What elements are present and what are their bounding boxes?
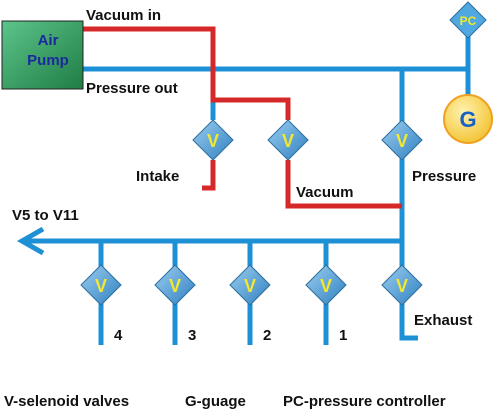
valve-2-diamond xyxy=(229,264,271,306)
valve-4-letter: V xyxy=(95,276,107,296)
valve-1-diamond xyxy=(305,264,347,306)
valve-3-letter: V xyxy=(169,276,181,296)
label-exhaust: Exhaust xyxy=(414,312,472,329)
label-pressure-out: Pressure out xyxy=(86,80,178,97)
valve-2-letter: V xyxy=(244,276,256,296)
valve-4-diamond xyxy=(80,264,122,306)
valve-intake-letter: V xyxy=(207,131,219,151)
gauge: G xyxy=(443,94,493,144)
controller-letter: PC xyxy=(460,14,477,28)
label-vacuum-in: Vacuum in xyxy=(86,7,161,24)
label-pressure: Pressure xyxy=(412,168,476,185)
valve-pressure-letter: V xyxy=(396,131,408,151)
valve-intake-diamond xyxy=(192,119,234,161)
valve-intake: V xyxy=(192,119,234,161)
valve-number-3: 3 xyxy=(188,327,196,344)
label-manifold: V5 to V11 xyxy=(12,207,79,224)
pressure-controller: PC xyxy=(449,1,487,39)
manifold-arrowhead xyxy=(16,226,45,256)
air-pump-box xyxy=(1,20,84,90)
valve-exhaust-letter: V xyxy=(396,276,408,296)
valve-pressure: V xyxy=(381,119,423,161)
valve-2: V xyxy=(229,264,271,306)
air-pump-label-line1: Air xyxy=(38,32,59,49)
air-pump-label-line2: Pump xyxy=(27,52,69,69)
vacuum-lines xyxy=(83,26,402,209)
valve-vacuum-diamond xyxy=(267,119,309,161)
valve-1: V xyxy=(305,264,347,306)
valve-3-diamond xyxy=(154,264,196,306)
vacuum-in-line xyxy=(83,26,291,120)
valve-3: V xyxy=(154,264,196,306)
valve-4: V xyxy=(80,264,122,306)
intake-outlet-line xyxy=(202,160,216,191)
gauge-letter: G xyxy=(459,107,476,132)
valve-number-1: 1 xyxy=(339,327,347,344)
legend-gauge: G-guage xyxy=(185,393,246,410)
legend-controller: PC-pressure controller xyxy=(283,393,446,410)
label-vacuum: Vacuum xyxy=(296,184,354,201)
vacuum-to-pressure-line xyxy=(285,160,402,209)
gauge-circle xyxy=(443,94,493,144)
valve-number-2: 2 xyxy=(263,327,271,344)
valve-exhaust: V xyxy=(381,264,423,306)
air-pump: Air Pump xyxy=(1,20,84,90)
valve-1-letter: V xyxy=(320,276,332,296)
valve-vacuum: V xyxy=(267,119,309,161)
valve-vacuum-letter: V xyxy=(282,131,294,151)
legend-valves: V-selenoid valves xyxy=(4,393,129,410)
controller-diamond xyxy=(449,1,487,39)
valve-exhaust-diamond xyxy=(381,264,423,306)
valve-pressure-diamond xyxy=(381,119,423,161)
label-intake: Intake xyxy=(136,168,179,185)
valve-number-4: 4 xyxy=(114,327,123,344)
